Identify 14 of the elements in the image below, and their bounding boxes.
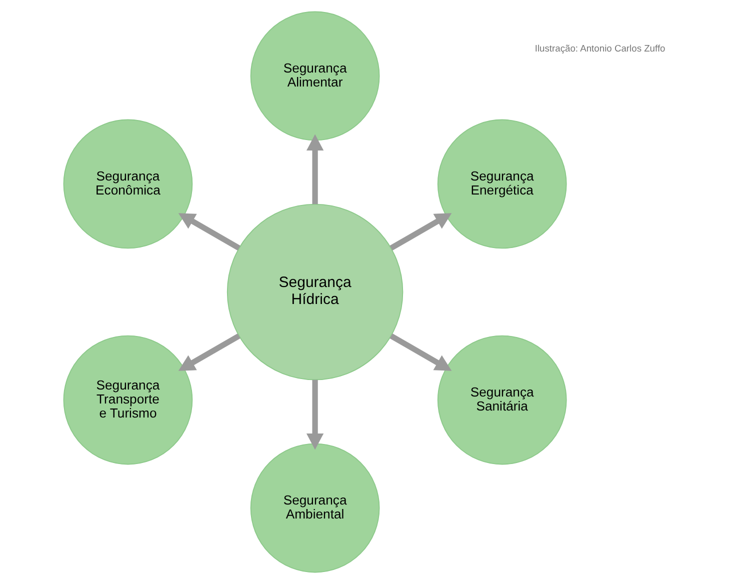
arrow [306, 380, 324, 450]
node-circle: Segurança Hídrica [226, 204, 404, 380]
node-circle: Segurança Ambiental [250, 443, 380, 573]
arrow [390, 334, 452, 371]
node-circle: Segurança Energética [437, 119, 567, 249]
arrow [390, 213, 452, 250]
arrow [306, 134, 324, 204]
node-circle: Segurança Sanitária [437, 335, 567, 465]
node-circle: Segurança Econômica [63, 119, 193, 249]
label: Ilustração: Antonio Carlos Zuffo [534, 44, 666, 54]
arrow [178, 213, 240, 250]
node-circle: Segurança Alimentar [250, 11, 380, 141]
arrow [178, 334, 240, 371]
node-circle: Segurança Transporte e Turismo [63, 335, 193, 465]
